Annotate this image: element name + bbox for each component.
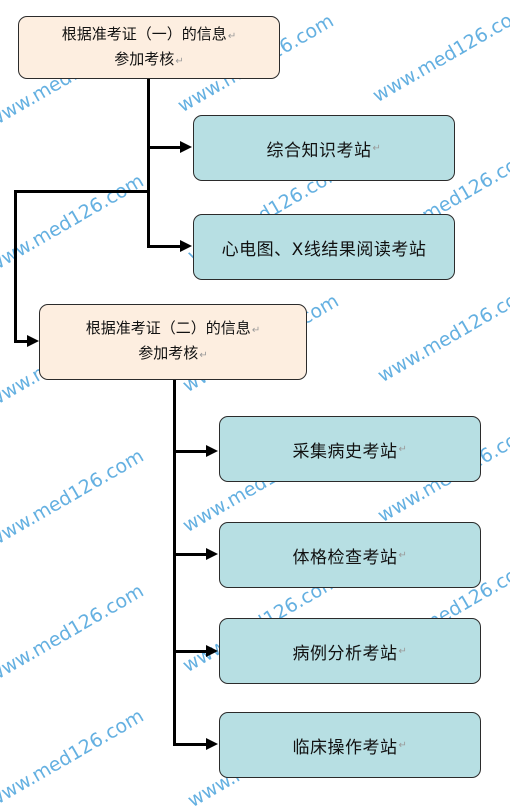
connector-branch-3 <box>173 450 208 453</box>
connector-loop-in <box>14 340 29 343</box>
watermark-text: www.med126.com <box>0 444 148 552</box>
admission-ticket-1-box: 根据准考证（一）的信息↵ 参加考核↵ <box>18 16 280 79</box>
connector-loop-down <box>14 190 17 343</box>
arrow-head-4 <box>206 445 218 457</box>
connector-branch-5 <box>173 650 208 653</box>
station-box-physical-exam: 体格检查考站↵ <box>219 522 481 588</box>
station-box-case-analysis: 病例分析考站↵ <box>219 618 481 684</box>
admission-ticket-1-line1: 根据准考证（一）的信息↵ <box>61 24 237 43</box>
arrow-head-2 <box>180 240 192 252</box>
station-label: 综合知识考站 <box>266 140 372 161</box>
arrow-head-3 <box>27 335 39 347</box>
connector-branch-6 <box>173 743 208 746</box>
watermark-text: www.med126.com <box>0 704 148 812</box>
connector-trunk-1 <box>147 79 150 248</box>
station-box-history-taking: 采集病史考站↵ <box>219 416 481 482</box>
station-box-ecg-xray: 心电图、X线结果阅读考站 <box>193 214 455 280</box>
station-box-general-knowledge: 综合知识考站↵ <box>193 115 455 181</box>
station-box-clinical-operation: 临床操作考站↵ <box>219 712 481 778</box>
arrow-head-5 <box>206 548 218 560</box>
admission-ticket-2-line2: 参加考核↵ <box>138 344 208 362</box>
station-label: 病例分析考站 <box>292 643 398 664</box>
connector-loop-top <box>14 190 150 193</box>
station-label: 心电图、X线结果阅读考站 <box>221 239 427 260</box>
watermark-text: www.med126.com <box>0 169 148 277</box>
connector-branch-4 <box>173 553 208 556</box>
watermark-text: www.med126.com <box>369 0 510 108</box>
arrow-head-6 <box>206 645 218 657</box>
admission-ticket-2-box: 根据准考证（二）的信息↵ 参加考核↵ <box>39 304 307 380</box>
watermark-text: www.med126.com <box>0 579 148 687</box>
station-label: 采集病史考站 <box>292 441 398 462</box>
admission-ticket-2-line1: 根据准考证（二）的信息↵ <box>85 319 261 337</box>
arrow-head-7 <box>206 738 218 750</box>
connector-branch-2 <box>147 245 182 248</box>
watermark-text: www.med126.com <box>374 279 510 387</box>
connector-trunk-2 <box>173 380 176 745</box>
arrow-head-1 <box>180 141 192 153</box>
station-label: 临床操作考站 <box>292 737 398 758</box>
admission-ticket-1-line2: 参加考核↵ <box>114 49 184 68</box>
station-label: 体格检查考站 <box>292 547 398 568</box>
connector-branch-1 <box>147 146 182 149</box>
